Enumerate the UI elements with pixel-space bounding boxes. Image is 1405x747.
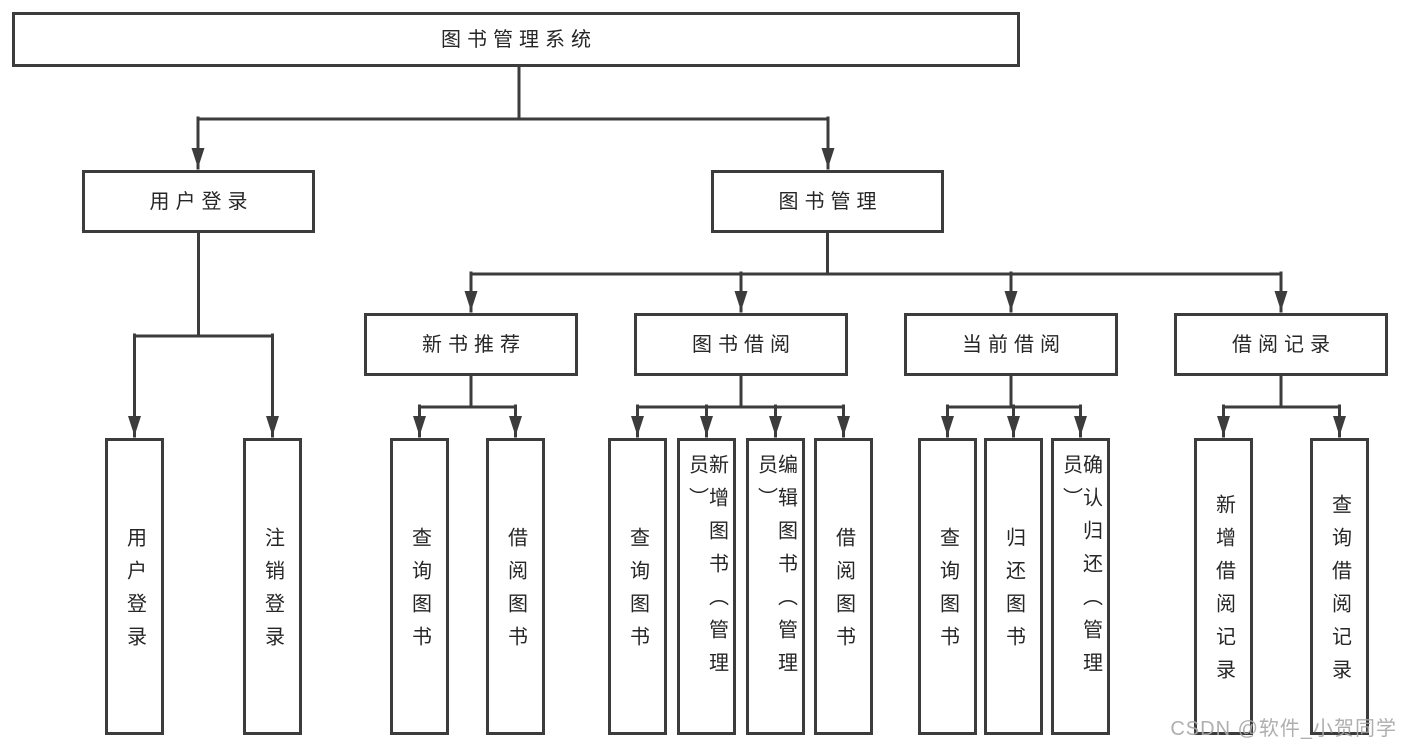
node-leaf-edit-book-admin: 编辑图书（管理员） <box>746 438 805 735</box>
node-leaf-borrow-book-recommend: 借阅图书 <box>486 438 545 735</box>
node-root-system: 图书管理系统 <box>12 12 1020 67</box>
node-new-book-recommend: 新书推荐 <box>364 313 578 376</box>
node-leaf-borrow-book: 借阅图书 <box>814 438 873 735</box>
node-leaf-add-borrow-record: 新增借阅记录 <box>1194 438 1253 735</box>
node-leaf-add-book-admin: 新增图书（管理员） <box>677 438 736 735</box>
node-leaf-return-book: 归还图书 <box>984 438 1043 735</box>
csdn-watermark: CSDN @软件_小贺同学 <box>1170 718 1397 740</box>
node-leaf-query-current-book: 查询图书 <box>918 438 977 735</box>
node-leaf-confirm-return-admin: 确认归还（管理员） <box>1051 438 1110 735</box>
node-book-management: 图书管理 <box>711 170 944 233</box>
node-current-borrow: 当前借阅 <box>904 313 1118 376</box>
node-leaf-query-book-recommend: 查询图书 <box>390 438 449 735</box>
node-leaf-query-book: 查询图书 <box>608 438 667 735</box>
node-leaf-logout: 注销登录 <box>243 438 302 735</box>
node-borrow-record: 借阅记录 <box>1174 313 1388 376</box>
node-leaf-user-login: 用户登录 <box>105 438 164 735</box>
node-leaf-query-borrow-record: 查询借阅记录 <box>1310 438 1369 735</box>
node-user-login: 用户登录 <box>82 170 315 233</box>
node-book-borrow: 图书借阅 <box>634 313 848 376</box>
